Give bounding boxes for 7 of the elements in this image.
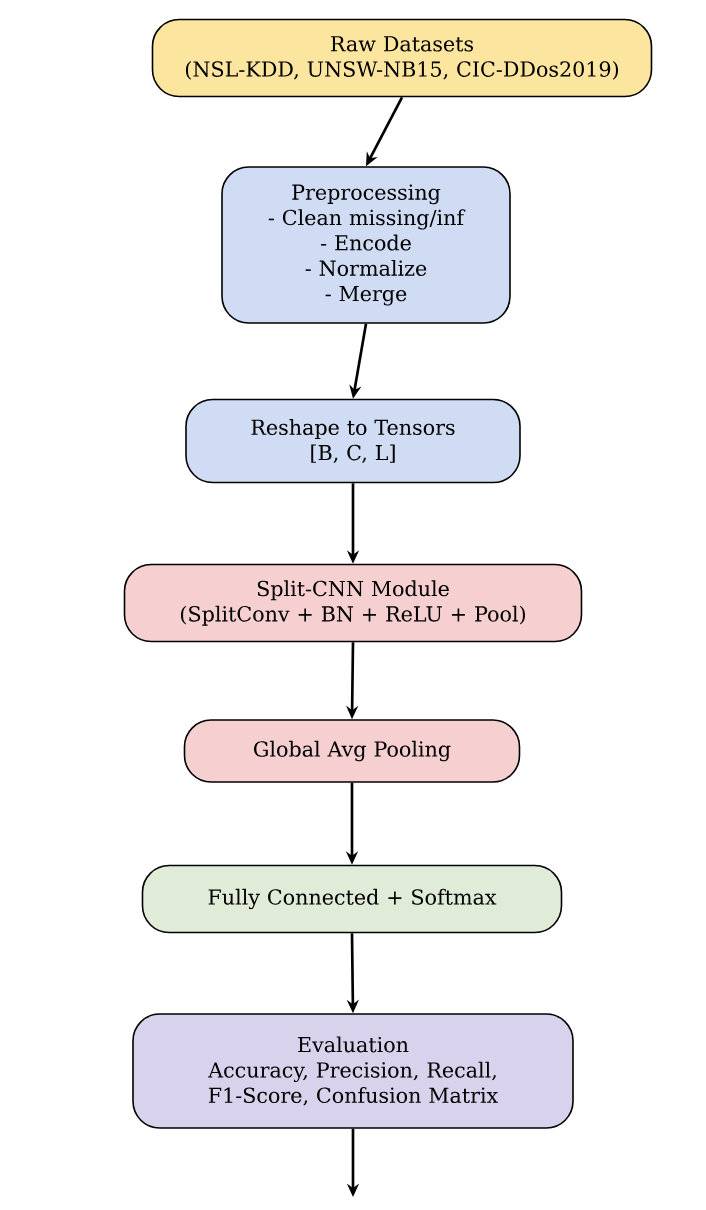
process-box: Evaluation Accuracy, Precision, Recall, F1-Score, Confusion Matrix <box>132 1013 574 1129</box>
process-box: Global Avg Pooling <box>183 719 521 783</box>
process-box: Preprocessing - Clean missing/inf - Encode - Normalize - Merge <box>221 166 511 324</box>
process-box: Split-CNN Module (SplitConv + BN + ReLU + Pool) <box>123 563 583 643</box>
process-box: Fully Connected + Softmax <box>141 864 563 934</box>
process-box: Raw Datasets (NSL-KDD, UNSW-NB15, CIC-DDos2019) <box>151 18 653 98</box>
process-box: Reshape to Tensors [B, C, L] <box>185 398 521 484</box>
